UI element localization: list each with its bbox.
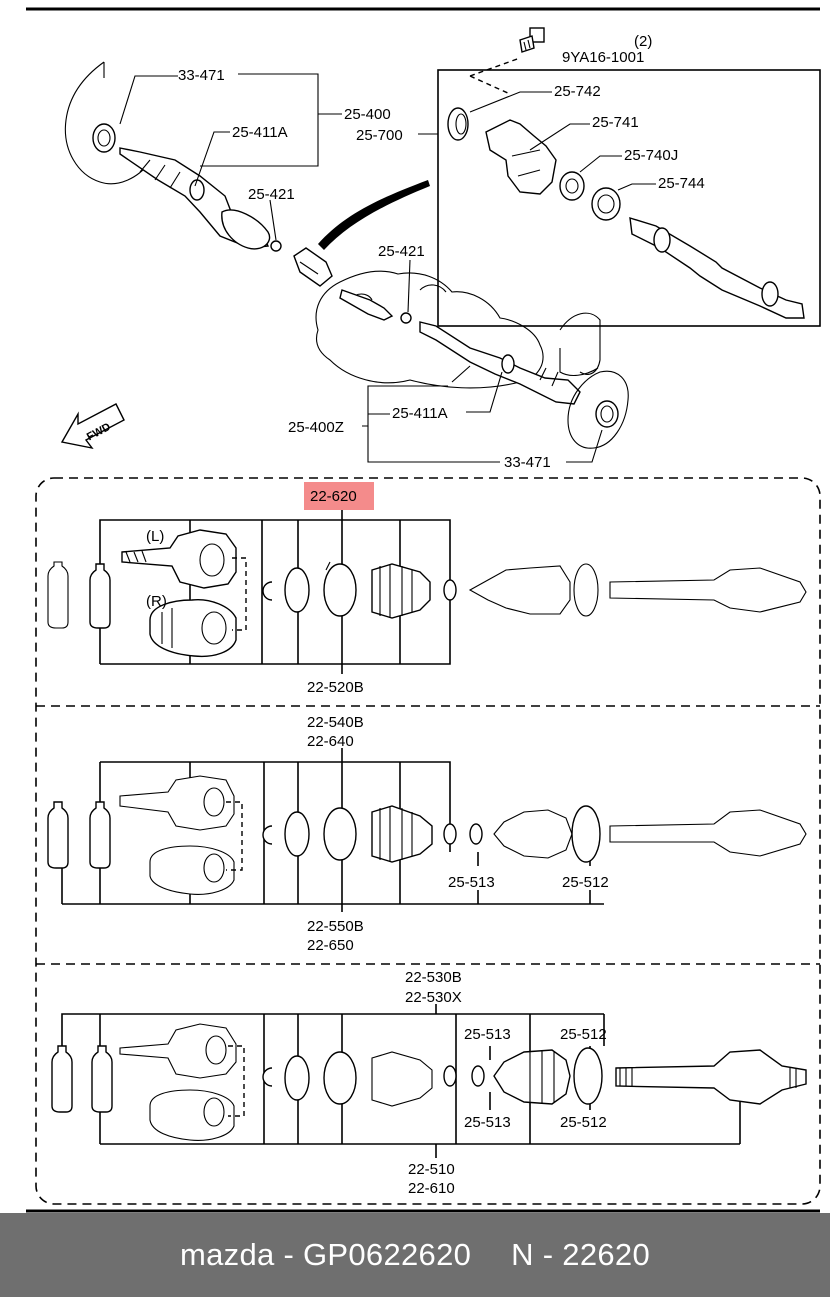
boot-band-22-640 xyxy=(323,807,357,861)
left-circlip xyxy=(270,240,282,252)
footer-part-number: mazda - GP0622620 xyxy=(179,1237,472,1272)
right-circlip xyxy=(400,312,412,324)
label-25-512-s3-top[interactable]: 25-512 xyxy=(560,1026,607,1043)
label-22-550B[interactable]: 22-550B xyxy=(307,918,364,935)
label-25-400Z[interactable]: 25-400Z xyxy=(288,419,344,436)
label-25-512-s3-bottom[interactable]: 25-512 xyxy=(560,1114,607,1131)
cv-boot-ghost xyxy=(371,1051,433,1107)
label-9YA16-1001[interactable]: 9YA16-1001 xyxy=(562,49,644,66)
left-oil-seal xyxy=(92,123,116,153)
grease-tube-icon xyxy=(89,801,111,869)
label-25-411A-top[interactable]: 25-411A xyxy=(232,124,288,141)
intermediate-shaft-arrow xyxy=(318,180,430,250)
outer-shaft xyxy=(615,1049,807,1105)
label-25-400[interactable]: 25-400 xyxy=(344,106,391,123)
label-bolt-qty[interactable]: (2) xyxy=(634,33,652,50)
label-25-742[interactable]: 25-742 xyxy=(554,83,601,100)
right-oil-seal xyxy=(595,400,619,428)
fwd-arrow-icon xyxy=(60,403,125,450)
label-22-540B[interactable]: 22-540B xyxy=(307,714,364,731)
label-22-510[interactable]: 22-510 xyxy=(408,1161,455,1178)
boot-band-22-620 xyxy=(323,563,357,617)
label-side-R: (R) xyxy=(146,593,167,610)
label-25-411A-bottom[interactable]: 25-411A xyxy=(392,405,448,422)
kit-section-2 xyxy=(47,748,807,912)
cv-boot xyxy=(371,563,431,619)
overview-assembly xyxy=(60,27,821,463)
joint-L-ghost xyxy=(119,1023,237,1079)
right-axle-shaft xyxy=(419,321,581,405)
label-25-744[interactable]: 25-744 xyxy=(658,175,705,192)
label-33-471-top[interactable]: 33-471 xyxy=(178,67,225,84)
c-clip xyxy=(262,581,273,601)
grease-tube-icon xyxy=(47,801,69,869)
grease-tube-icon xyxy=(47,561,69,629)
label-22-610[interactable]: 22-610 xyxy=(408,1180,455,1197)
grease-tube-icon xyxy=(89,563,111,629)
joint-L-ghost xyxy=(119,775,235,831)
footer-caption: mazda - GP0622620 N - 22620 xyxy=(0,1213,830,1297)
bracket-25-741 xyxy=(485,119,557,195)
label-25-513-s3-bottom[interactable]: 25-513 xyxy=(464,1114,511,1131)
grease-tube-icon xyxy=(91,1045,113,1113)
label-25-512-s2[interactable]: 25-512 xyxy=(562,874,609,891)
seal-25-744 xyxy=(591,187,621,221)
footer-reference: N - 22620 xyxy=(511,1237,650,1272)
label-22-650[interactable]: 22-650 xyxy=(307,937,354,954)
joint-L xyxy=(121,529,237,589)
label-25-513-s2[interactable]: 25-513 xyxy=(448,874,495,891)
parts-diagram: 33-471 25-400 25-411A 25-421 25-700 (2) … xyxy=(26,7,821,1213)
label-22-640[interactable]: 22-640 xyxy=(307,733,354,750)
cv-boot xyxy=(493,1049,571,1105)
label-side-L: (L) xyxy=(146,528,164,545)
kit-sections-frame xyxy=(35,477,821,1205)
intermediate-shaft xyxy=(629,217,805,319)
label-33-471-bottom[interactable]: 33-471 xyxy=(504,454,551,471)
label-25-700[interactable]: 25-700 xyxy=(356,127,403,144)
kit-section-1 xyxy=(47,482,807,674)
label-25-421-top[interactable]: 25-421 xyxy=(248,186,295,203)
label-22-520B[interactable]: 22-520B xyxy=(307,679,364,696)
intermediate-shaft-box xyxy=(437,69,821,327)
highlight-22-620 xyxy=(304,482,374,510)
bearing-25-740J xyxy=(559,171,585,201)
kit-section-3 xyxy=(51,1004,807,1158)
label-22-530X[interactable]: 22-530X xyxy=(405,989,462,1006)
grease-tube-icon xyxy=(51,1045,73,1113)
label-22-530B[interactable]: 22-530B xyxy=(405,969,462,986)
bolt-icon xyxy=(519,27,545,53)
boot-band-22-610 xyxy=(323,1051,357,1105)
snap-ring xyxy=(284,567,310,613)
label-22-620[interactable]: 22-620 xyxy=(310,488,357,505)
label-25-421-mid[interactable]: 25-421 xyxy=(378,243,425,260)
label-25-741[interactable]: 25-741 xyxy=(592,114,639,131)
label-25-740J[interactable]: 25-740J xyxy=(624,147,678,164)
seal-25-742 xyxy=(447,107,469,141)
label-25-513-s3-top[interactable]: 25-513 xyxy=(464,1026,511,1043)
